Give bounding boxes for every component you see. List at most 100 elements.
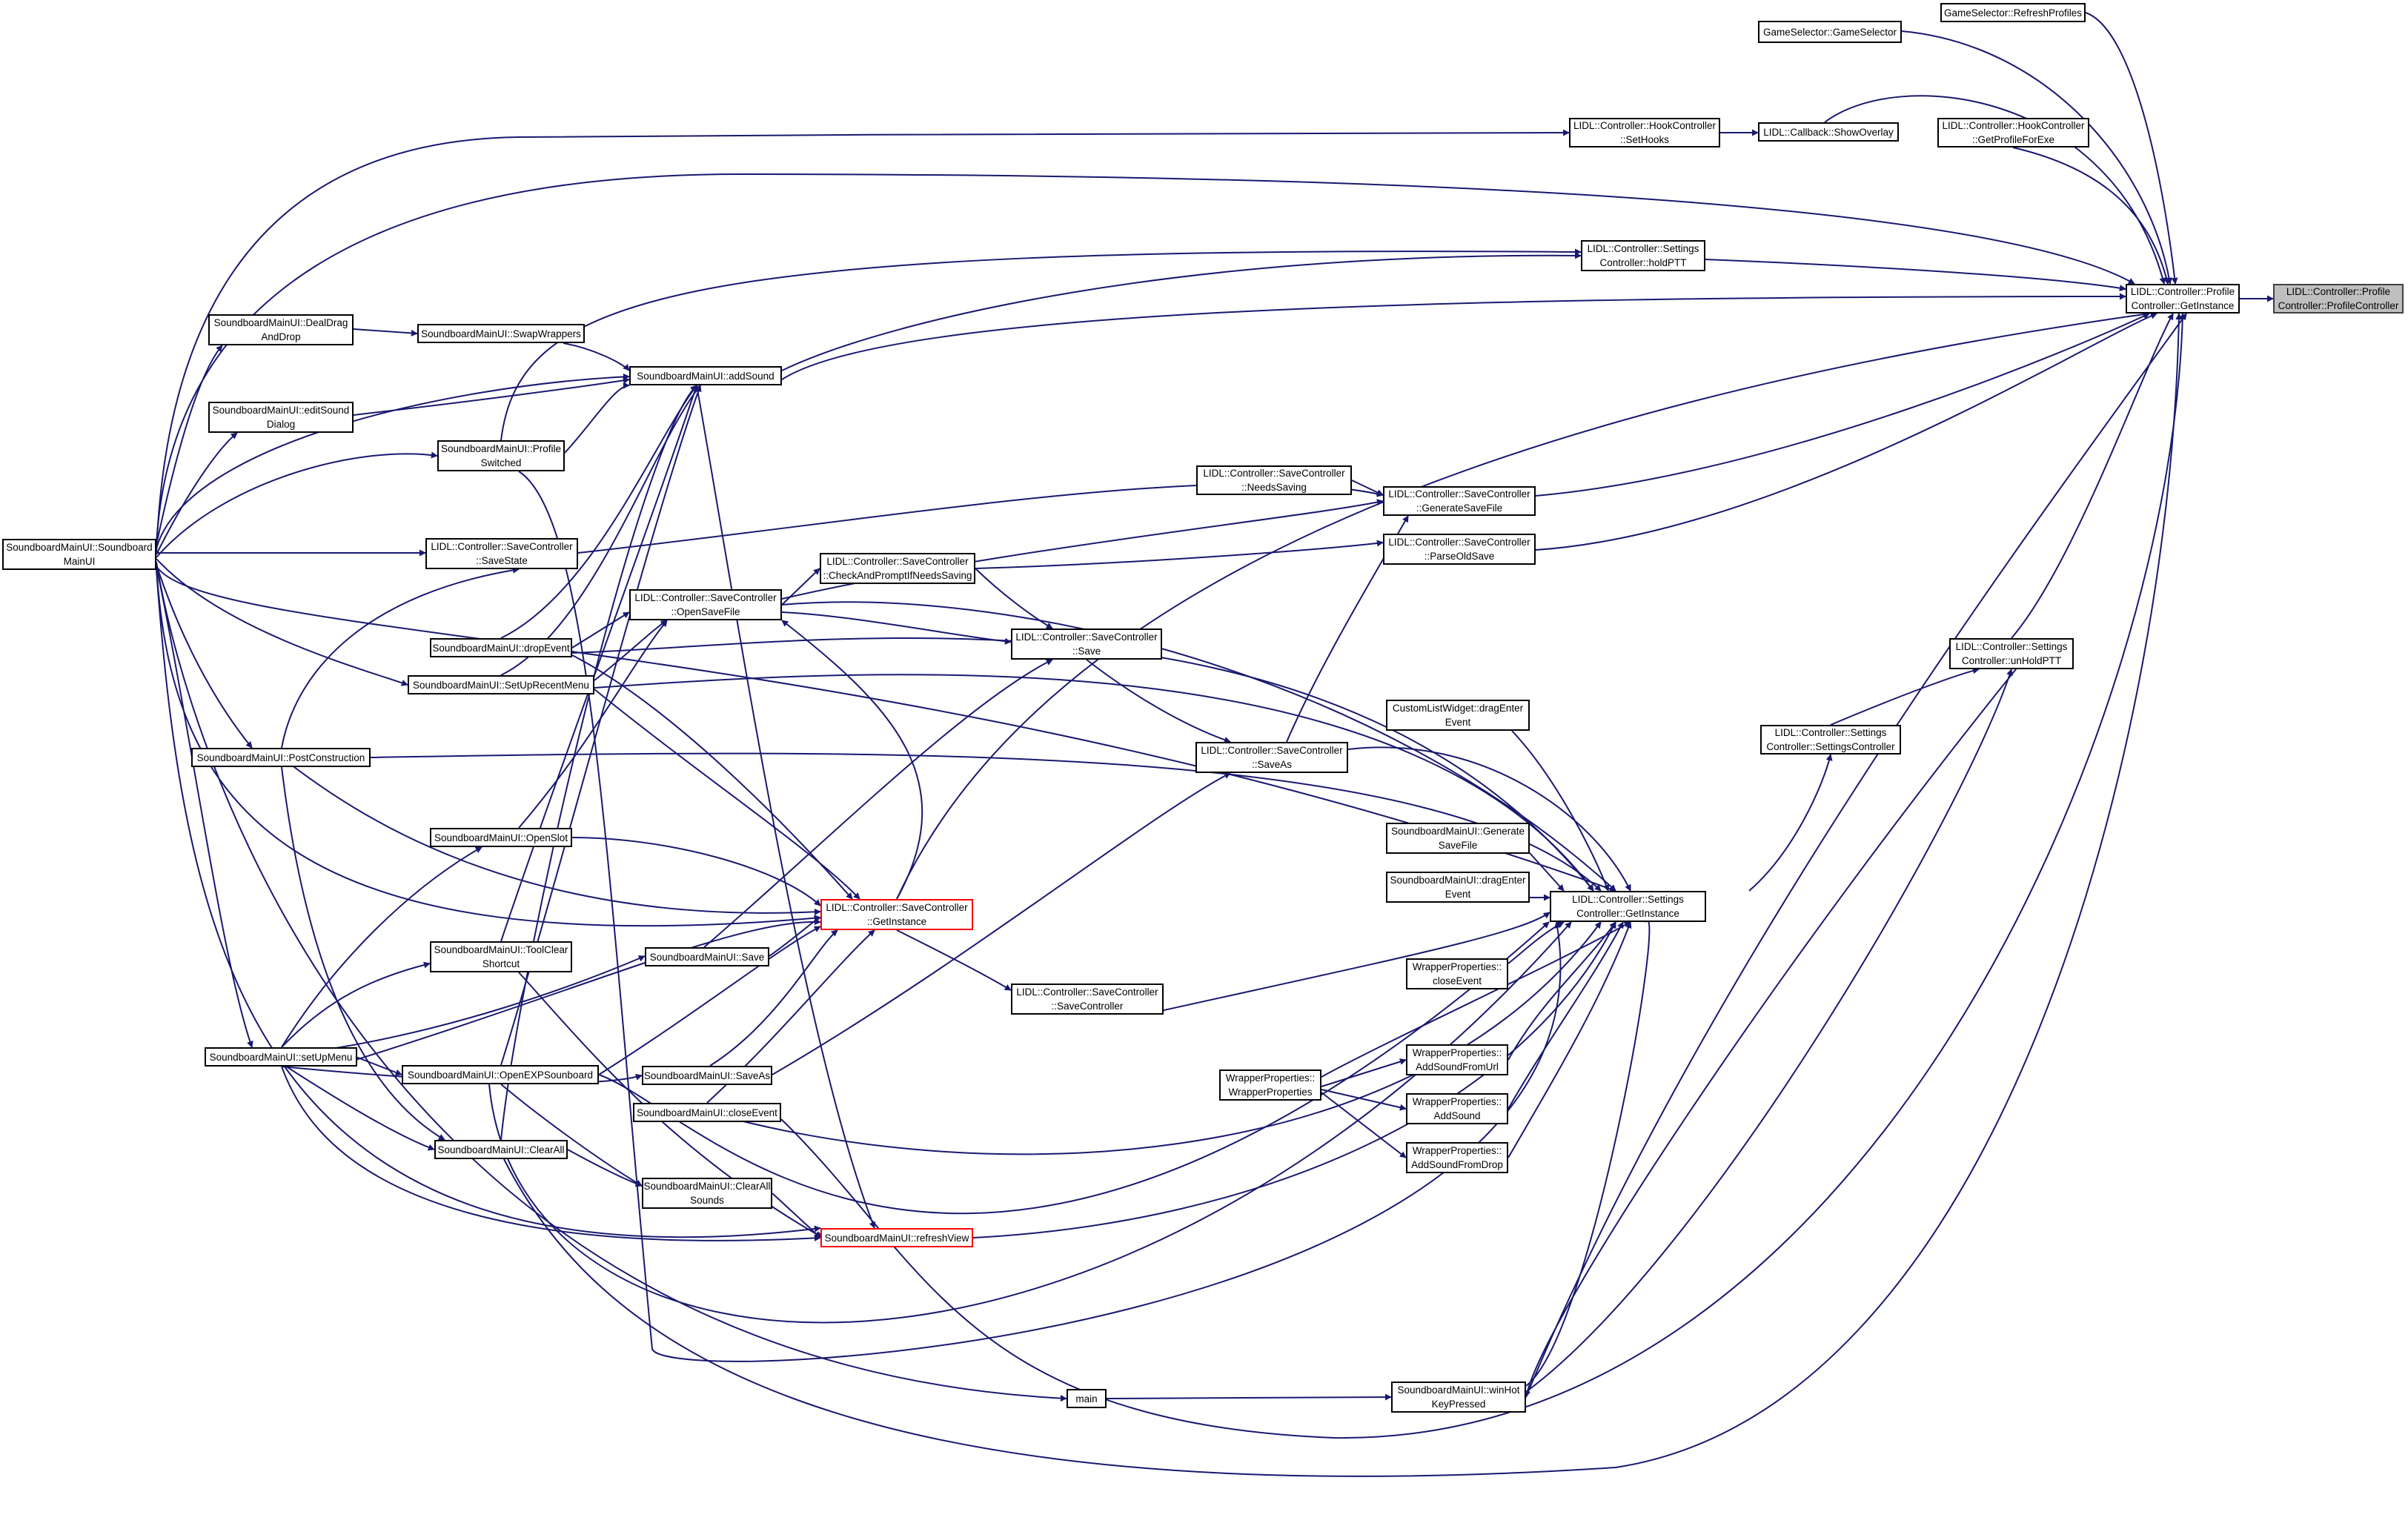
node-line: Controller::SettingsController (1766, 741, 1895, 752)
node-soundboardmainui-openexpsounboard[interactable]: SoundboardMainUI::OpenEXPSounboard (402, 1065, 599, 1084)
node-line: SoundboardMainUI::Save (649, 951, 765, 963)
node-gameselector-refreshprofiles[interactable]: GameSelector::RefreshProfiles (1940, 3, 2086, 22)
call-edge (781, 601, 1616, 892)
node-savecontroller-save[interactable]: LIDL::Controller::SaveController::Save (1011, 628, 1162, 660)
node-wrapperproperties-addsoundfromurl[interactable]: WrapperProperties::AddSoundFromUrl (1406, 1044, 1508, 1075)
node-line: LIDL::Controller::SaveController (634, 592, 777, 603)
call-edge (706, 921, 1602, 1155)
node-line: SoundboardMainUI::dropEvent (432, 642, 570, 654)
node-line: LIDL::Controller::SaveController (826, 902, 968, 913)
node-savecontroller-opensavefile[interactable]: LIDL::Controller::SaveController::OpenSa… (629, 589, 782, 620)
node-soundboardmainui-dropevent[interactable]: SoundboardMainUI::dropEvent (430, 638, 572, 657)
call-edge (1525, 915, 1652, 1387)
call-edge (281, 955, 646, 1056)
node-hookcontroller-getprofileforexe[interactable]: LIDL::Controller::HookController::GetPro… (1937, 118, 2089, 147)
node-savecontroller-savestate[interactable]: LIDL::Controller::SaveController::SaveSt… (425, 538, 578, 569)
node-soundboardmainui-save[interactable]: SoundboardMainUI::Save (645, 947, 769, 966)
node-line: Dialog (266, 419, 296, 430)
node-savecontroller-saveas[interactable]: LIDL::Controller::SaveController::SaveAs (1195, 742, 1348, 773)
node-soundboardmainui-addsound[interactable]: SoundboardMainUI::addSound (629, 366, 782, 385)
node-line: SoundboardMainUI::refreshView (824, 1232, 969, 1244)
node-gameselector-ctor[interactable]: GameSelector::GameSelector (1758, 21, 1902, 43)
node-wrapperproperties-ctor[interactable]: WrapperProperties::WrapperProperties (1219, 1069, 1321, 1101)
node-line: AddSoundFromUrl (1416, 1061, 1499, 1072)
node-line: WrapperProperties:: (1412, 961, 1502, 972)
node-line: LIDL::Controller::SaveController (826, 556, 969, 567)
node-savecontroller-ctor[interactable]: LIDL::Controller::SaveController::SaveCo… (1011, 984, 1164, 1015)
node-soundboardmainui-setupmenu[interactable]: SoundboardMainUI::setUpMenu (205, 1047, 357, 1067)
node-line: SoundboardMainUI::editSound (212, 405, 350, 416)
node-soundboardmainui-postconstruction[interactable]: SoundboardMainUI::PostConstruction (191, 748, 371, 767)
node-line: LIDL::Controller::Settings (1587, 243, 1699, 254)
node-line: AddSound (1433, 1110, 1481, 1121)
node-savecontroller-getinstance[interactable]: LIDL::Controller::SaveController::GetIns… (820, 899, 973, 930)
call-edge (488, 921, 1572, 1324)
node-savecontroller-needssaving[interactable]: LIDL::Controller::SaveController::NeedsS… (1196, 465, 1352, 495)
call-edge (1529, 852, 1565, 892)
call-edge (1508, 921, 1632, 1158)
call-edge (156, 345, 223, 545)
call-edge (571, 837, 821, 906)
node-soundboardmainui-refreshview[interactable]: SoundboardMainUI::refreshView (820, 1228, 973, 1247)
node-soundboardmainui-clearall[interactable]: SoundboardMainUI::ClearAll (434, 1140, 568, 1159)
node-soundboardmainui-setuprecentmenu[interactable]: SoundboardMainUI::SetUpRecentMenu (408, 675, 594, 694)
node-soundboardmainui-openslot[interactable]: SoundboardMainUI::OpenSlot (430, 828, 572, 847)
node-line: ::ParseOldSave (1424, 551, 1495, 562)
node-savecontroller-generatesavefile[interactable]: LIDL::Controller::SaveController::Genera… (1383, 486, 1536, 516)
call-edge (281, 566, 520, 749)
node-line: Controller::holdPTT (1599, 257, 1687, 268)
node-soundboardmainui-closeevent[interactable]: SoundboardMainUI::closeEvent (633, 1103, 781, 1122)
node-line: CustomListWidget::dragEnter (1392, 703, 1524, 714)
node-line: ::SaveAs (1251, 759, 1293, 770)
call-edge (780, 313, 2186, 1439)
call-edge (1321, 1089, 1407, 1111)
node-wrapperproperties-closeevent[interactable]: WrapperProperties::closeEvent (1406, 958, 1508, 989)
call-edge (571, 611, 630, 649)
call-edge (1106, 1393, 1392, 1401)
node-line: GameSelector::RefreshProfiles (1943, 7, 2083, 19)
call-edge (781, 252, 1582, 371)
node-line: ::GenerateSaveFile (1416, 503, 1503, 514)
node-line: LIDL::Controller::Profile (2130, 286, 2235, 297)
node-line: closeEvent (1432, 975, 1482, 986)
node-line: LIDL::Controller::Settings (1572, 894, 1684, 905)
node-savecontroller-parseoldsave[interactable]: LIDL::Controller::SaveController::ParseO… (1383, 534, 1536, 565)
node-line: SoundboardMainUI::closeEvent (637, 1107, 777, 1118)
node-line: SoundboardMainUI::Soundboard (6, 542, 153, 553)
node-line: GameSelector::GameSelector (1762, 26, 1897, 38)
node-line: SoundboardMainUI::ClearAll (643, 1181, 771, 1192)
node-wrapperproperties-addsoundfromdrop[interactable]: WrapperProperties::AddSoundFromDrop (1406, 1142, 1508, 1173)
node-soundboardmainui-swapwrappers[interactable]: SoundboardMainUI::SwapWrappers (417, 324, 585, 343)
call-edge (503, 313, 2183, 1477)
call-edge (1511, 730, 1610, 892)
node-savecontroller-checkandprompt[interactable]: LIDL::Controller::SaveController::CheckA… (820, 553, 975, 584)
call-edge (781, 293, 2126, 380)
node-wrapperproperties-addsound[interactable]: WrapperProperties::AddSound (1406, 1093, 1508, 1124)
node-line: WrapperProperties:: (1412, 1047, 1502, 1058)
node-main[interactable]: main (1067, 1389, 1107, 1408)
node-line: Controller::GetInstance (2131, 300, 2235, 311)
node-line: SoundboardMainUI::ToolClear (434, 944, 568, 955)
node-callback-showoverlay[interactable]: LIDL::Callback::ShowOverlay (1758, 122, 1899, 142)
node-soundboardmainui-saveas[interactable]: SoundboardMainUI::SaveAs (642, 1066, 772, 1085)
node-hookcontroller-sethooks[interactable]: LIDL::Controller::HookController::SetHoo… (1569, 118, 1720, 147)
call-edge (1508, 921, 1616, 1061)
call-edge (156, 569, 821, 1238)
call-edge (500, 1084, 643, 1187)
